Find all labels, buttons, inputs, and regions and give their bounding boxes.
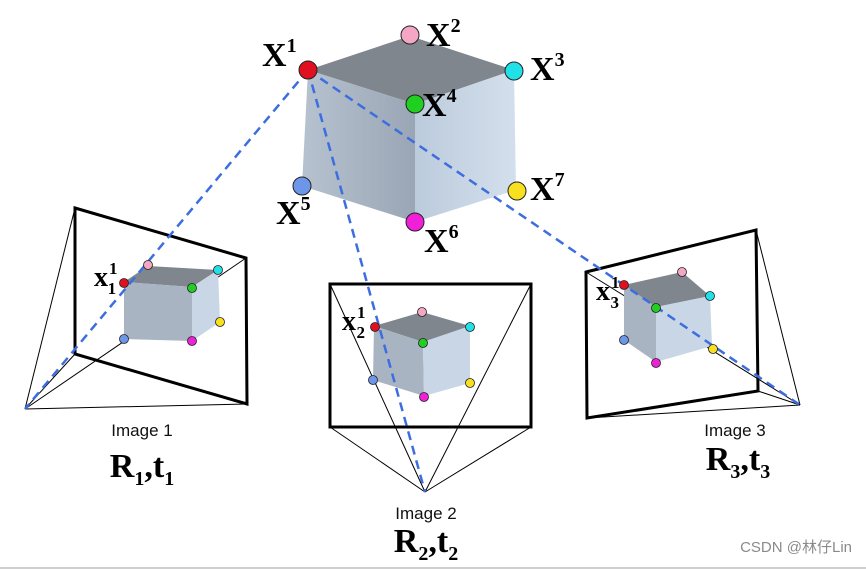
caption-image-2: Image 2 <box>395 504 456 523</box>
point-X1 <box>298 60 318 80</box>
camera-3 <box>584 228 801 420</box>
label-X1: X1 <box>262 35 297 74</box>
cube-left-face <box>302 70 415 222</box>
world-point-markers <box>292 25 527 232</box>
watermark: CSDN @林仔Lin <box>740 539 852 556</box>
projection-rays <box>24 68 801 493</box>
label-X3: X3 <box>530 49 565 88</box>
bottom-divider <box>0 567 866 569</box>
image-1-point-markers <box>119 260 225 346</box>
image-2-cube <box>373 312 470 396</box>
cube-top-face <box>308 36 514 104</box>
point-X3 <box>504 61 524 81</box>
ray-to-camera-2 <box>306 69 427 493</box>
world-point-labels: X1 X2 X3 X4 X5 X6 X7 <box>262 15 565 260</box>
image-3-point-markers <box>619 267 718 368</box>
camera-1 <box>24 205 249 410</box>
point-X4 <box>405 94 425 114</box>
point-X2 <box>400 25 420 45</box>
label-X6: X6 <box>424 221 459 260</box>
pose-image-2: R2,t2 <box>394 523 458 565</box>
pose-image-1: R1,t1 <box>110 448 174 490</box>
caption-image-1: Image 1 <box>111 421 172 440</box>
pose-image-3: R3,t3 <box>706 441 770 483</box>
image-1-cube <box>124 266 220 341</box>
label-X5: X5 <box>276 193 311 232</box>
label-X4: X4 <box>422 85 457 124</box>
image-2-point-markers <box>368 307 475 402</box>
image-captions: Image 1 R1,t1 Image 2 R2,t2 Image 3 R3,t… <box>110 421 770 565</box>
point-X6 <box>405 212 425 232</box>
image-3-cube <box>624 272 712 362</box>
ray-to-camera-1 <box>24 69 309 410</box>
ray-to-camera-3 <box>307 68 801 407</box>
label-X2: X2 <box>426 15 461 54</box>
point-X7 <box>507 181 527 201</box>
caption-image-3: Image 3 <box>704 421 765 440</box>
cube-right-face <box>415 70 516 222</box>
world-cube <box>302 36 516 222</box>
label-X7: X7 <box>530 169 565 208</box>
camera-2 <box>328 282 533 493</box>
point-X5 <box>292 176 312 196</box>
